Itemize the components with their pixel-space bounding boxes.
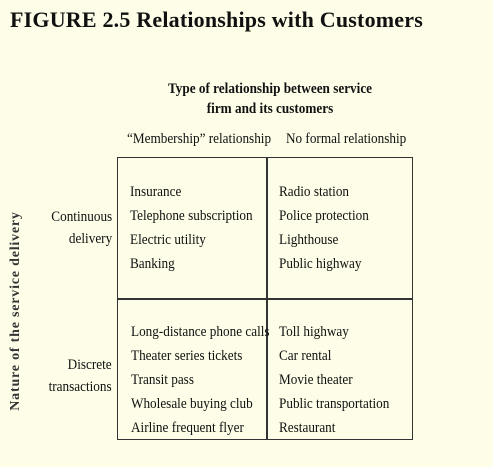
- cell-continuous-no-formal: Radio station Police protection Lighthou…: [279, 180, 369, 276]
- list-item: Telephone subscription: [130, 208, 253, 224]
- list-item: Lighthouse: [279, 232, 339, 248]
- matrix-header-line2: firm and its customers: [206, 101, 334, 117]
- list-item: Banking: [130, 256, 175, 272]
- grid-horizontal-divider: [118, 298, 412, 300]
- row-label-continuous: Continuous delivery: [51, 206, 112, 250]
- side-axis-label: Nature of the service delivery: [8, 211, 23, 411]
- row-label-discrete-line2: transactions: [48, 379, 112, 395]
- list-item: Airline frequent flyer: [131, 420, 244, 436]
- list-item: Toll highway: [279, 324, 349, 340]
- matrix-header-line1: Type of relationship between service: [167, 81, 373, 97]
- list-item: Theater series tickets: [131, 348, 243, 364]
- list-item: Long-distance phone calls: [131, 324, 270, 340]
- list-item: Public highway: [279, 256, 362, 272]
- list-item: Transit pass: [131, 372, 194, 388]
- column-header-no-formal: No formal relationship: [286, 131, 407, 147]
- column-header-membership: “Membership” relationship: [127, 131, 272, 147]
- figure-title: FIGURE 2.5 Relationships with Customers: [10, 7, 423, 32]
- list-item: Restaurant: [279, 420, 336, 436]
- row-label-continuous-line2: delivery: [68, 231, 112, 247]
- row-label-continuous-line1: Continuous: [51, 209, 112, 225]
- list-item: Public transportation: [279, 396, 390, 412]
- cell-discrete-membership: Long-distance phone calls Theater series…: [131, 320, 270, 440]
- list-item: Movie theater: [279, 372, 353, 388]
- list-item: Car rental: [279, 348, 332, 364]
- cell-continuous-membership: Insurance Telephone subscription Electri…: [130, 180, 253, 276]
- list-item: Electric utility: [130, 232, 206, 248]
- list-item: Insurance: [130, 184, 182, 200]
- cell-discrete-no-formal: Toll highway Car rental Movie theater Pu…: [279, 320, 389, 440]
- list-item: Police protection: [279, 208, 369, 224]
- list-item: Wholesale buying club: [131, 396, 253, 412]
- row-label-discrete-line1: Discrete: [68, 357, 112, 373]
- matrix-grid: [117, 157, 413, 440]
- list-item: Radio station: [279, 184, 350, 200]
- row-label-discrete: Discrete transactions: [49, 354, 112, 398]
